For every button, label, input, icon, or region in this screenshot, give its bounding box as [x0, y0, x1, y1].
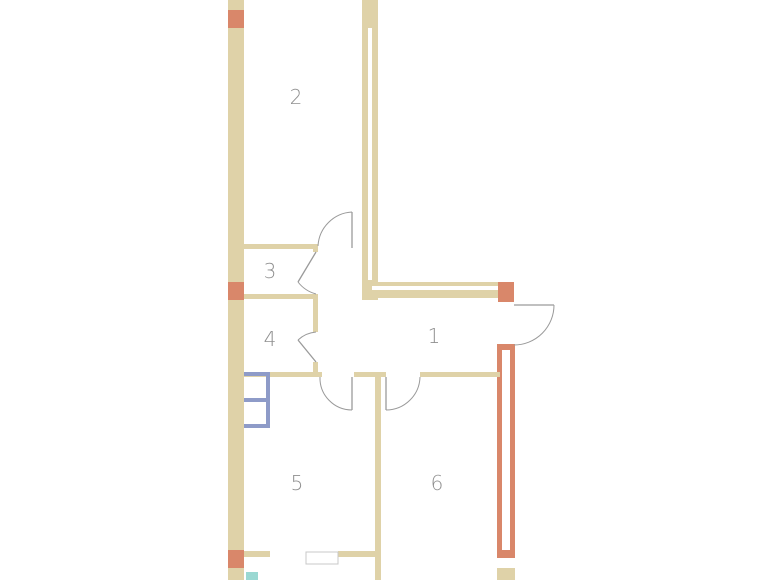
door-room2-arc — [317, 211, 353, 247]
wall-room5-bottom-left — [244, 551, 270, 557]
wall-room5-bottom-right — [338, 551, 378, 557]
column-left-middle — [228, 282, 244, 300]
door-room5-arc — [319, 376, 353, 411]
wall-room1-top-gap — [372, 286, 500, 290]
room-label-3: 3 — [264, 259, 277, 283]
wall-room3-right — [313, 244, 318, 252]
column-right — [498, 282, 514, 302]
wall-room4-right — [313, 294, 318, 332]
door-balcony-arc — [513, 304, 555, 346]
wall-room2-right-gap — [368, 28, 372, 280]
shelving-fixture — [244, 372, 270, 428]
room-label-6: 6 — [431, 471, 444, 495]
wall-right-bottom — [497, 568, 515, 580]
wall-room3-room4 — [244, 294, 318, 299]
room-label-5: 5 — [291, 471, 304, 495]
window-glass-right — [502, 350, 510, 550]
door-room3-leaf[interactable] — [297, 251, 317, 283]
column-left-bottom — [228, 550, 244, 568]
bath-door-frame — [305, 551, 339, 565]
door-room3-arc — [297, 281, 317, 295]
wall-room4-right-bottom — [313, 362, 318, 374]
wall-room5-room6-top — [354, 372, 386, 377]
room-label-2: 2 — [290, 85, 303, 109]
room-label-4: 4 — [264, 327, 277, 351]
wall-room5-room6 — [375, 372, 381, 580]
door-room4-arc — [297, 331, 317, 341]
wall-room4-room5 — [244, 372, 322, 377]
door-room4-leaf[interactable] — [297, 339, 317, 363]
wall-room2-room3 — [244, 244, 318, 249]
column-left-top — [228, 10, 244, 28]
door-room6-arc — [385, 376, 421, 411]
bath-fixture — [246, 572, 258, 580]
room-label-1: 1 — [428, 324, 441, 348]
wall-room6-top — [420, 372, 500, 377]
